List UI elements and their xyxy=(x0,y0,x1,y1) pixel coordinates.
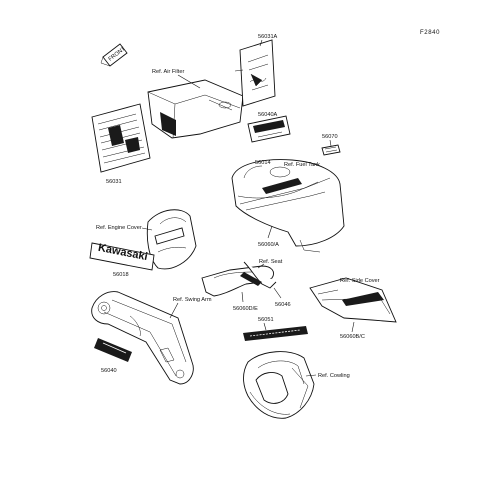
part-number-56014: 56014 xyxy=(255,160,271,166)
swing-arm-decal-56040 xyxy=(94,338,132,362)
ref-engine-cover-label: Ref. Engine Cover xyxy=(96,225,142,231)
small-kawasaki-decal-56051 xyxy=(243,326,308,341)
part-number-56040A: 56040A xyxy=(258,112,278,118)
part-number-56070: 56070 xyxy=(322,134,338,140)
kawasaki-decal-56018: Kawasaki xyxy=(89,242,155,271)
ref-cowling-label: Ref. Cowling xyxy=(318,373,350,379)
ref-swing-arm-label: Ref. Swing Arm xyxy=(173,297,212,303)
part-number-56046: 56046 xyxy=(275,302,291,308)
ref-seat-label: Ref. Seat xyxy=(259,259,283,265)
front-arrow-icon: FRONT xyxy=(100,43,128,67)
part-number-56060BC: 56060B/C xyxy=(340,334,365,340)
cowling xyxy=(243,351,315,419)
part-number-56031A: 56031A xyxy=(258,34,278,40)
seat xyxy=(201,261,277,297)
fuel-tank xyxy=(231,159,345,253)
caution-decal-56031A xyxy=(239,39,276,107)
figure-code: F2840 xyxy=(420,30,440,36)
part-number-56060A: 56060/A xyxy=(258,242,279,248)
emission-decal-56040A xyxy=(247,115,291,143)
small-decal-56070 xyxy=(321,144,341,156)
ref-air-filter-label: Ref. Air Filter xyxy=(152,69,184,75)
side-cover xyxy=(309,277,397,323)
part-number-56018: 56018 xyxy=(113,272,129,278)
air-filter-housing xyxy=(147,79,244,139)
part-number-56031: 56031 xyxy=(106,179,122,185)
ref-fuel-tank-label: Ref. Fuel Tank xyxy=(284,162,320,168)
ref-side-cover-label: Ref. Side Cover xyxy=(340,278,380,284)
part-number-56040: 56040 xyxy=(101,368,117,374)
swing-arm xyxy=(91,291,194,385)
info-decal-56031 xyxy=(91,103,151,173)
part-number-56060DE: 56060D/E xyxy=(233,306,258,312)
engine-cover xyxy=(146,209,197,270)
part-number-56051: 56051 xyxy=(258,317,274,323)
